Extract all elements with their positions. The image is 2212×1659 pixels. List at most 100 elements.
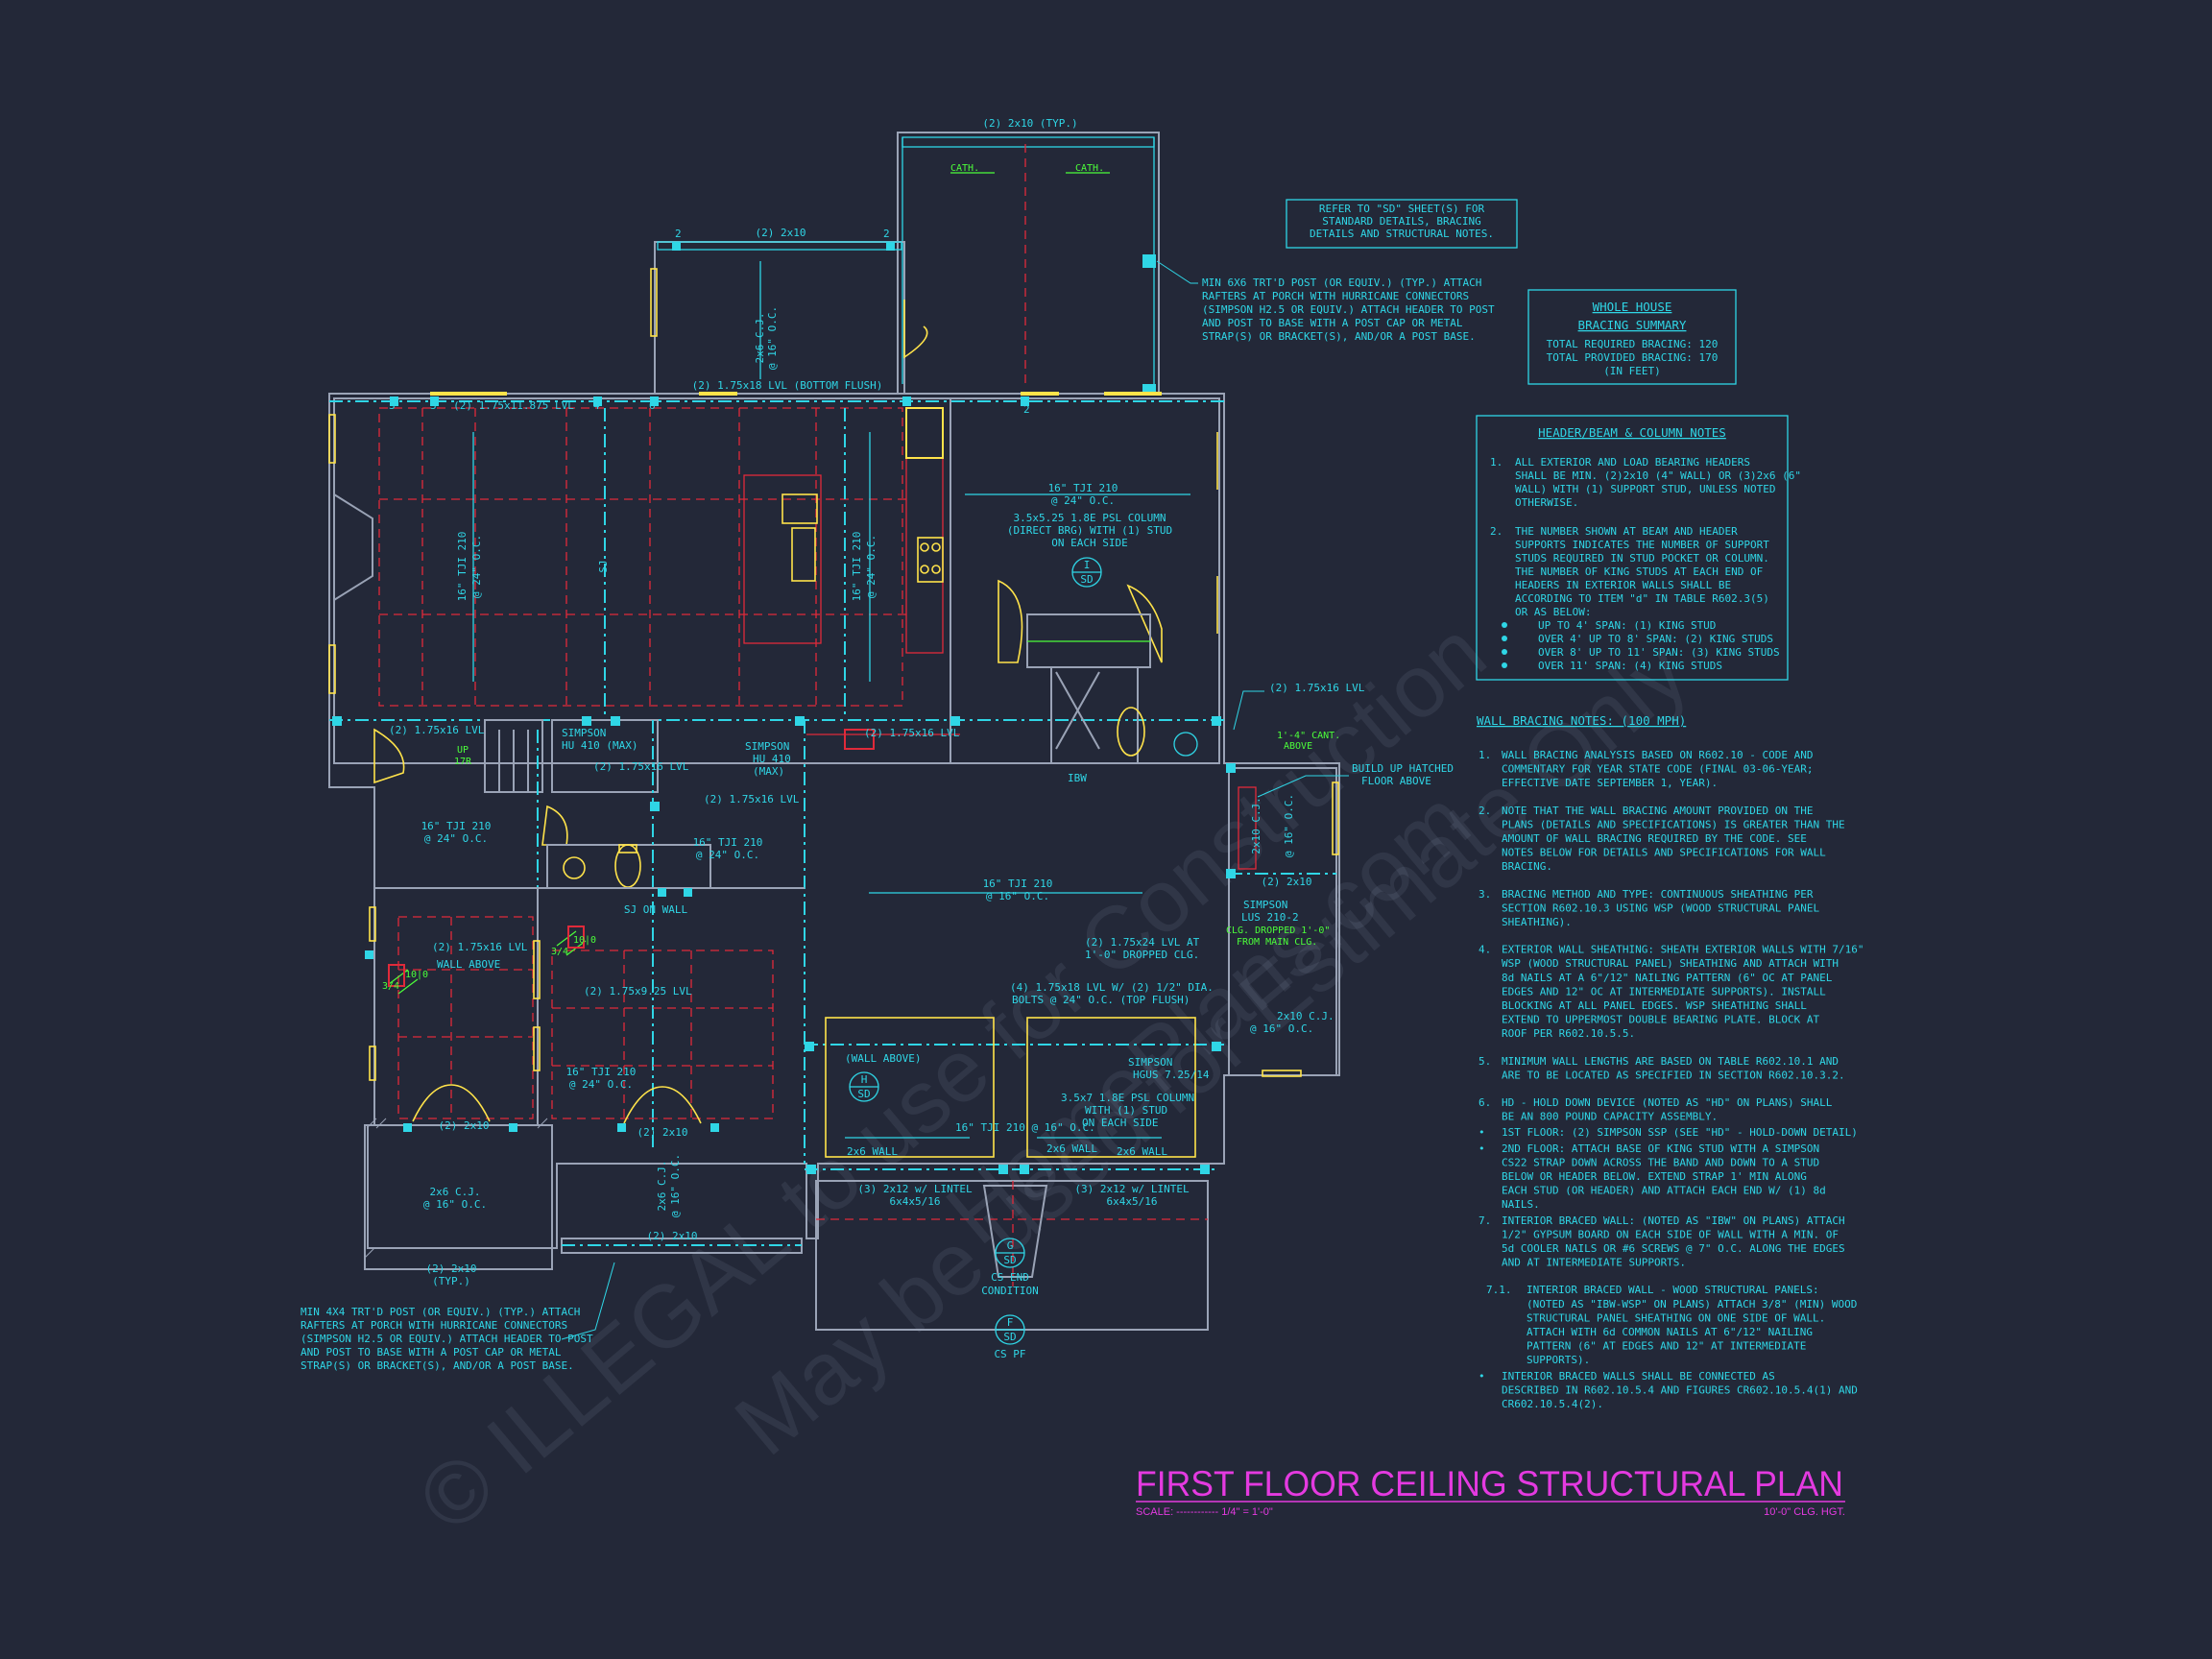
sd-g-top: G: [1007, 1239, 1014, 1252]
wall-note-number: 1.: [1479, 749, 1491, 761]
svg-text:OVER 8' UP TO 11' SPAN: (3) KI: OVER 8' UP TO 11' SPAN: (3) KING STUDS: [1538, 646, 1780, 659]
label-g10a: 10|0: [573, 935, 596, 946]
wall-note-number: •: [1479, 1142, 1485, 1155]
label-tji-f: 16" TJI 210: [566, 1066, 637, 1078]
wall-note-line: SECTION R602.10.3 USING WSP (WOOD STRUCT…: [1502, 902, 1820, 914]
label-clg-dropped-2: FROM MAIN CLG.: [1237, 937, 1317, 948]
wall-note-line: CS22 STRAP DOWN ACROSS THE BAND AND DOWN…: [1502, 1156, 1819, 1168]
label-simpson-hgus-1: SIMPSON: [1128, 1056, 1172, 1069]
label-lvl-bottom-flush: (2) 1.75x18 LVL (BOTTOM FLUSH): [692, 379, 883, 392]
wall-note-line: INTERIOR BRACED WALLS SHALL BE CONNECTED…: [1502, 1370, 1775, 1382]
sd-i-bottom: SD: [1080, 573, 1093, 586]
label-cant-above: ABOVE: [1284, 741, 1312, 752]
sd-h-bottom: SD: [857, 1088, 870, 1100]
svg-text:OVER 11' SPAN: (4) KING STUDS: OVER 11' SPAN: (4) KING STUDS: [1538, 660, 1722, 672]
wall-note-line: BRACING.: [1502, 860, 1552, 873]
label-build-up-2: FLOOR ABOVE: [1361, 775, 1431, 787]
label-tji-f-oc: @ 24" O.C.: [569, 1078, 633, 1091]
wall-note-number: 3.: [1479, 888, 1491, 901]
label-psl-col-3: ON EACH SIDE: [1051, 537, 1127, 549]
label-lintel-a: (3) 2x12 w/ LINTEL: [857, 1183, 973, 1195]
wall-note-line: AND AT INTERMEDIATE SUPPORTS.: [1502, 1257, 1686, 1269]
wall-note-line: STRUCTURAL PANEL SHEATHING ON ONE SIDE O…: [1527, 1311, 1825, 1324]
svg-text:DETAILS AND STRUCTURAL NOTES.: DETAILS AND STRUCTURAL NOTES.: [1310, 228, 1494, 240]
header-notes-title: HEADER/BEAM & COLUMN NOTES: [1538, 425, 1726, 440]
wall-note-line: WALL BRACING ANALYSIS BASED ON R602.10 -…: [1502, 749, 1814, 761]
bracing-required: TOTAL REQUIRED BRACING: 120: [1547, 338, 1719, 350]
label-simpson-hu410: SIMPSON: [745, 740, 789, 753]
label-top-2x10-typ: (2) 2x10 (TYP.): [982, 117, 1077, 130]
wall-note-line: AMOUNT OF WALL BRACING REQUIRED BY THE C…: [1502, 832, 1807, 845]
label-g10b: 10|0: [405, 970, 428, 980]
label-lvl16-mid: (2) 1.75x16 LVL: [593, 760, 689, 773]
label-porch-l-cj-oc: @ 16" O.C.: [423, 1198, 487, 1211]
label-porch-l-cj: 2x6 C.J.: [430, 1186, 481, 1198]
wall-note-line: 1ST FLOOR: (2) SIMPSON SSP (SEE "HD" - H…: [1502, 1126, 1858, 1139]
porch-note-bottom: MIN 4X4 TRT'D POST (OR EQUIV.) (TYP.) AT…: [301, 1306, 593, 1372]
wall-note-line: EXTEND TO UPPERMOST DOUBLE BEARING PLATE…: [1502, 1014, 1820, 1026]
sd-f-bottom: SD: [1003, 1331, 1016, 1343]
label-two-2x10: (2) 2x10: [1262, 876, 1312, 888]
svg-text:THE NUMBER SHOWN AT BEAM AND H: THE NUMBER SHOWN AT BEAM AND HEADER: [1515, 525, 1738, 538]
sd-h-top: H: [861, 1073, 868, 1086]
wall-note-line: MINIMUM WALL LENGTHS ARE BASED ON TABLE …: [1502, 1055, 1839, 1068]
wall-note-line: 5d COOLER NAILS OR #6 SCREWS @ 7" O.C. A…: [1502, 1242, 1845, 1255]
wall-bracing-notes: WALL BRACING NOTES: (100 MPH) 1.WALL BRA…: [1477, 713, 1864, 1410]
svg-text:HEADERS IN EXTERIOR WALLS SHAL: HEADERS IN EXTERIOR WALLS SHALL BE: [1515, 579, 1731, 591]
label-lintel-b: (3) 2x12 w/ LINTEL: [1074, 1183, 1190, 1195]
label-cant: 1'-4" CANT.: [1277, 731, 1340, 741]
label-cj-right: 2x10 C.J.: [1250, 797, 1262, 854]
label-lvl16-d: (2) 1.75x16 LVL: [704, 793, 800, 805]
svg-text:(SIMPSON H2.5 OR EQUIV.) ATTAC: (SIMPSON H2.5 OR EQUIV.) ATTACH HEADER T…: [1202, 303, 1495, 316]
label-tji-c: 16" TJI 210: [421, 820, 492, 832]
label-psl-col-1: 3.5x5.25 1.8E PSL COLUMN: [1014, 512, 1166, 524]
scale-label: SCALE: ------------ 1/4" = 1'-0": [1136, 1506, 1273, 1518]
svg-text:SHALL BE MIN. (2)2x10 (4" WALL: SHALL BE MIN. (2)2x10 (4" WALL) OR (3)2x…: [1515, 469, 1801, 482]
wall-note-number: 2.: [1479, 805, 1491, 817]
label-cj-right2: 2x10 C.J.: [1277, 1010, 1334, 1022]
label-up: UP: [457, 745, 469, 756]
label-porch-m-2x10: (2) 2x10: [637, 1126, 688, 1139]
label-clg-dropped-1: CLG. DROPPED 1'-0": [1226, 926, 1330, 936]
bracing-units: (IN FEET): [1603, 365, 1661, 377]
svg-text:2.: 2.: [1490, 525, 1503, 538]
wall-note-line: EDGES AND 12" OC AT INTERMEDIATE SUPPORT…: [1502, 985, 1826, 998]
label-lvl-11875: (2) 1.75x11.875 LVL: [453, 399, 574, 412]
wall-note-line: WSP (WOOD STRUCTURAL PANEL) SHEATHING AN…: [1502, 957, 1839, 970]
label-g34a: 3/4: [551, 947, 568, 957]
label-kitchen-tji: 16" TJI 210: [1048, 482, 1118, 494]
wall-note-line: EXTERIOR WALL SHEATHING: SHEATH EXTERIOR…: [1502, 944, 1864, 956]
label-wall-above: (WALL ABOVE): [845, 1052, 921, 1065]
bracing-provided: TOTAL PROVIDED BRACING: 170: [1547, 351, 1719, 364]
label-tji-b: 16" TJI 210: [851, 532, 863, 602]
ceiling-height: 10'-0" CLG. HGT.: [1764, 1506, 1845, 1518]
wall-note-line: COMMENTARY FOR YEAR STATE CODE (FINAL 03…: [1502, 763, 1814, 776]
wall-note-line: BLOCKING AT ALL PANEL EDGES. WSP SHEATHI…: [1502, 999, 1807, 1012]
wall-note-number: 7.: [1479, 1214, 1491, 1227]
label-porch-bottom-typ: (2) 2x10: [426, 1262, 477, 1275]
svg-text:SUPPORTS INDICATES THE NUMBER: SUPPORTS INDICATES THE NUMBER OF SUPPORT: [1515, 539, 1769, 551]
label-psl-col-b1: 3.5x7 1.8E PSL COLUMN: [1061, 1092, 1194, 1104]
label-simpson-lus-1: SIMPSON: [1243, 899, 1287, 911]
svg-text:ACCORDING TO ITEM "d" IN TABLE: ACCORDING TO ITEM "d" IN TABLE R602.3(5): [1515, 592, 1769, 605]
label-num-3a: 3: [389, 399, 396, 412]
label-num-2c: 2: [1023, 403, 1030, 416]
label-lvl16-left: (2) 1.75x16 LVL: [389, 724, 485, 736]
wall-note-number: •: [1479, 1370, 1485, 1382]
label-tji-d: 16" TJI 210: [693, 836, 763, 849]
label-porch-m-cj-oc: @ 16" O.C.: [669, 1154, 682, 1217]
label-num-6a: 6: [649, 399, 656, 412]
label-num-4a: 4: [593, 399, 600, 412]
wall-note-line: NAILS.: [1502, 1198, 1540, 1211]
wall-note-line: EACH STUD (OR HEADER) AND ATTACH EACH EN…: [1502, 1185, 1826, 1197]
svg-text:WALL) WITH (1) SUPPORT STUD, U: WALL) WITH (1) SUPPORT STUD, UNLESS NOTE…: [1515, 483, 1776, 495]
bracing-summary-title-1: WHOLE HOUSE: [1593, 300, 1672, 314]
wall-note-number: 7.1.: [1486, 1284, 1512, 1296]
label-wall-above-a: (2) 1.75x16 LVL: [432, 941, 528, 953]
svg-text:OVER 4' UP TO 8' SPAN: (2) KIN: OVER 4' UP TO 8' SPAN: (2) KING STUDS: [1538, 633, 1773, 645]
svg-text:(SIMPSON H2.5 OR EQUIV.) ATTAC: (SIMPSON H2.5 OR EQUIV.) ATTACH HEADER T…: [301, 1333, 593, 1345]
svg-text:REFER TO "SD" SHEET(S) FOR: REFER TO "SD" SHEET(S) FOR: [1319, 203, 1485, 215]
svg-text:UP TO 4' SPAN: (1) KING STUD: UP TO 4' SPAN: (1) KING STUD: [1538, 619, 1716, 632]
wall-note-line: 8d NAILS AT A 6"/12" NAILING PATTERN (6"…: [1502, 972, 1833, 984]
